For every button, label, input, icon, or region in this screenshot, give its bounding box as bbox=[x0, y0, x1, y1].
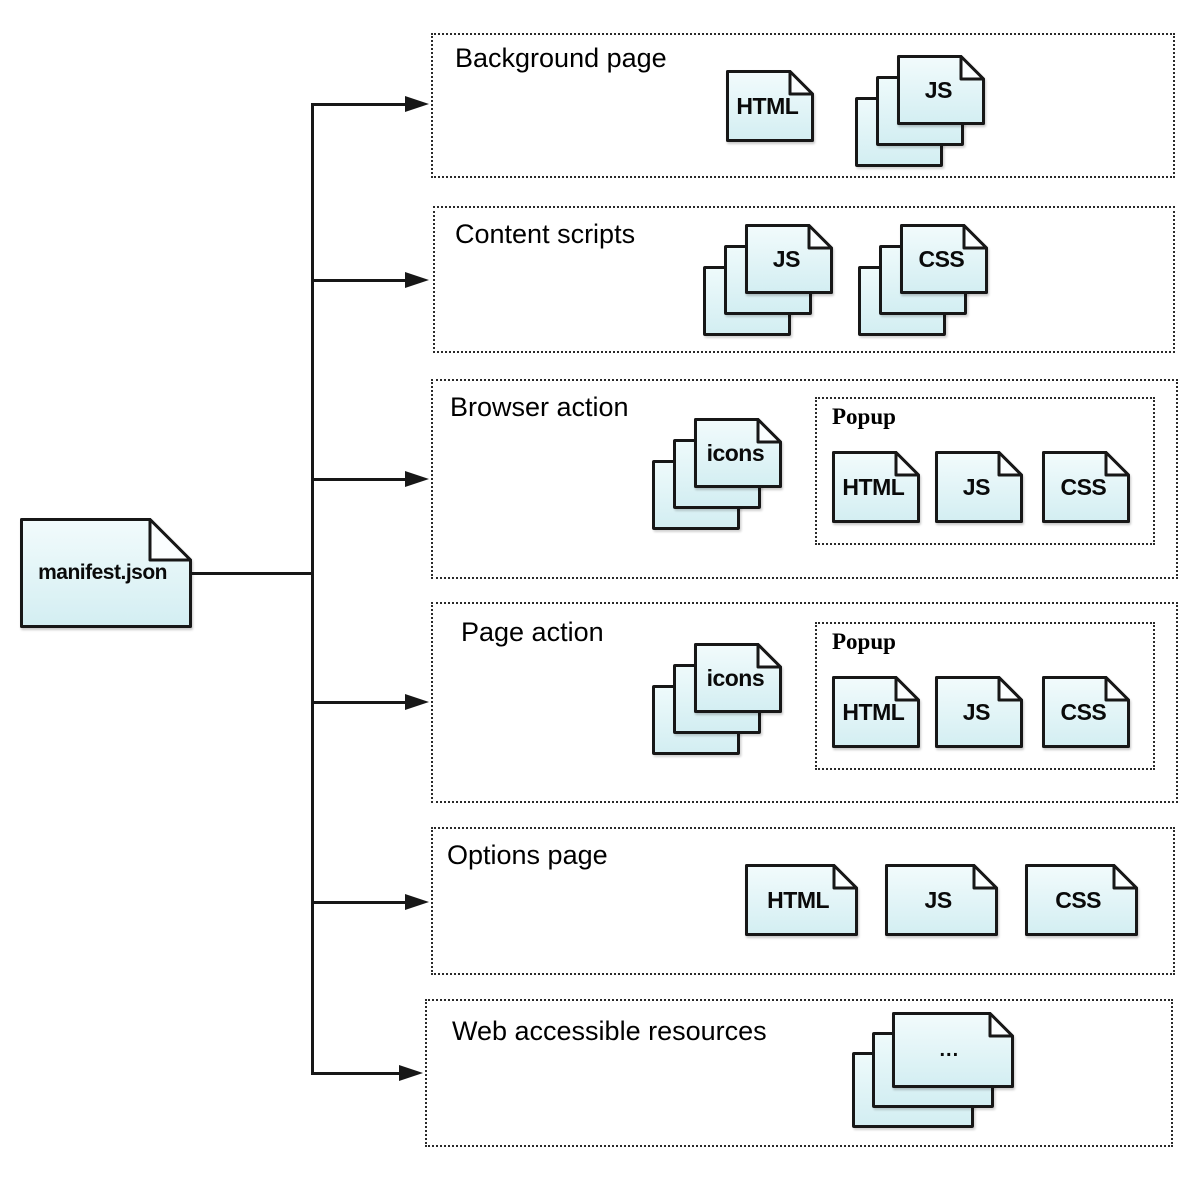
arrow-head-content-scripts bbox=[405, 272, 429, 288]
section-box-background-page bbox=[431, 33, 1175, 178]
file-stack-resources: ... bbox=[852, 1012, 1014, 1128]
file-stack-icons: icons bbox=[652, 643, 782, 755]
section-label-options-page: Options page bbox=[447, 840, 608, 870]
file-label: JS bbox=[924, 76, 953, 103]
arrow-line-options-page bbox=[311, 901, 409, 904]
file-label: HTML bbox=[842, 698, 905, 725]
file-label: icons bbox=[706, 439, 765, 466]
arrow-line-background-page bbox=[311, 103, 409, 106]
arrow-line-page-action bbox=[311, 701, 409, 704]
file-icon-css: CSS bbox=[1042, 451, 1130, 523]
section-label-browser-action: Browser action bbox=[450, 392, 629, 422]
file-label: ... bbox=[939, 1038, 960, 1061]
popup-label: Popup bbox=[832, 629, 896, 654]
manifest-label: manifest.json bbox=[38, 561, 167, 584]
arrow-head-options-page bbox=[405, 894, 429, 910]
arrow-head-background-page bbox=[405, 96, 429, 112]
file-stack-icons: icons bbox=[652, 418, 782, 530]
section-label-page-action: Page action bbox=[461, 617, 604, 647]
file-icon-css: CSS bbox=[1025, 864, 1138, 936]
file-label: icons bbox=[706, 664, 765, 691]
file-icon-js: JS bbox=[935, 676, 1023, 748]
file-label: JS bbox=[962, 698, 991, 725]
file-label: CSS bbox=[918, 245, 965, 272]
file-label: CSS bbox=[1060, 698, 1107, 725]
section-label-content-scripts: Content scripts bbox=[455, 219, 636, 249]
arrow-line-content-scripts bbox=[311, 279, 409, 282]
stacked-file-front: JS bbox=[897, 55, 985, 125]
file-label: JS bbox=[924, 886, 953, 913]
arrow-head-browser-action bbox=[405, 471, 429, 487]
popup-box bbox=[815, 622, 1155, 770]
file-label: HTML bbox=[767, 886, 830, 913]
arrow-line-web-accessible bbox=[311, 1072, 403, 1075]
file-icon-css: CSS bbox=[1042, 676, 1130, 748]
trunk-line bbox=[311, 103, 314, 1074]
section-box-page-action bbox=[431, 602, 1178, 803]
section-box-options-page bbox=[431, 827, 1175, 975]
file-icon-html: HTML bbox=[832, 676, 920, 748]
section-box-web-accessible-resources bbox=[425, 999, 1173, 1147]
file-label: JS bbox=[772, 245, 801, 272]
section-label-background-page: Background page bbox=[455, 43, 667, 73]
manifest-connector-line bbox=[190, 572, 313, 575]
stacked-file-front: icons bbox=[694, 418, 782, 488]
file-stack-js: JS bbox=[703, 224, 833, 336]
file-label: HTML bbox=[842, 473, 905, 500]
file-label: CSS bbox=[1055, 886, 1102, 913]
popup-label: Popup bbox=[832, 404, 896, 429]
file-label: HTML bbox=[736, 92, 799, 119]
file-label: CSS bbox=[1060, 473, 1107, 500]
arrow-head-web-accessible bbox=[399, 1065, 423, 1081]
popup-box bbox=[815, 397, 1155, 545]
stacked-file-front: JS bbox=[745, 224, 833, 294]
section-box-content-scripts bbox=[433, 206, 1175, 353]
file-icon-html: HTML bbox=[745, 864, 858, 936]
file-icon-html: HTML bbox=[726, 70, 814, 142]
file-icon-js: JS bbox=[885, 864, 998, 936]
section-box-browser-action bbox=[431, 379, 1178, 579]
arrow-line-browser-action bbox=[311, 478, 409, 481]
manifest-file-node: manifest.json bbox=[20, 518, 192, 628]
stacked-file-front: ... bbox=[892, 1012, 1014, 1088]
file-stack-css: CSS bbox=[858, 224, 988, 336]
arrow-head-page-action bbox=[405, 694, 429, 710]
file-icon-html: HTML bbox=[832, 451, 920, 523]
stacked-file-front: CSS bbox=[900, 224, 988, 294]
stacked-file-front: icons bbox=[694, 643, 782, 713]
file-label: JS bbox=[962, 473, 991, 500]
file-icon-js: JS bbox=[935, 451, 1023, 523]
file-stack-js: JS bbox=[855, 55, 985, 167]
section-label-web-accessible-resources: Web accessible resources bbox=[452, 1016, 767, 1046]
